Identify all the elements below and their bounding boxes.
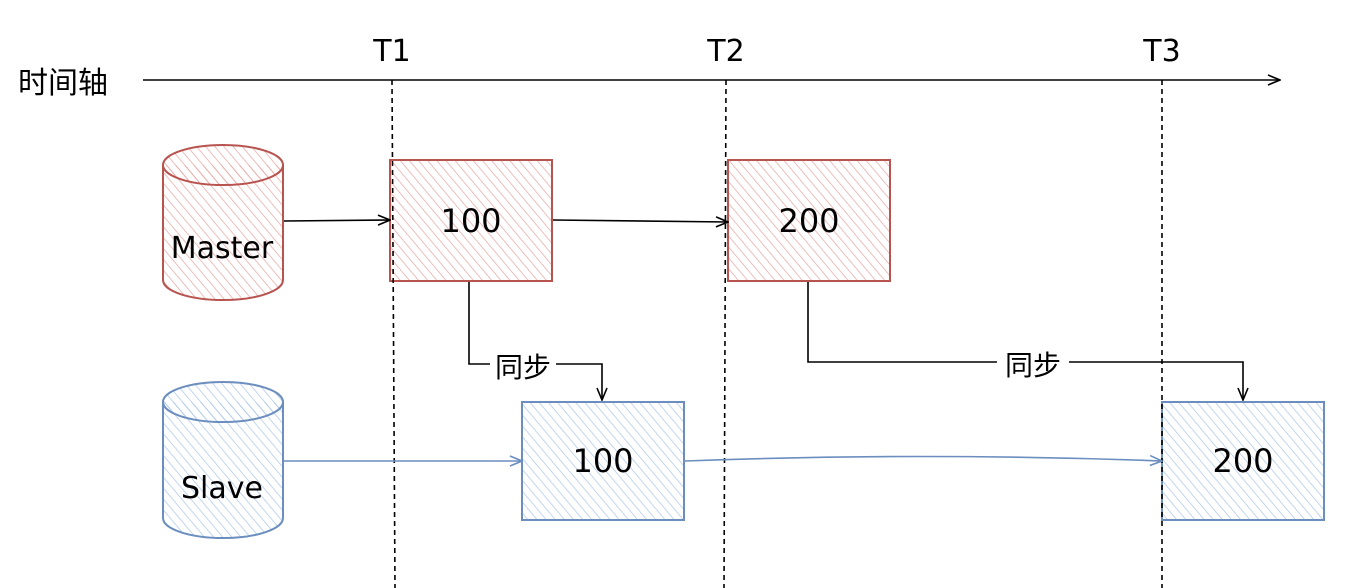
master-value-box-1: 100 — [389, 159, 553, 282]
master-node: Master — [162, 144, 284, 301]
time-guide-t2 — [723, 79, 727, 588]
master-value-2: 200 — [778, 202, 839, 240]
timeline-marker-t1: T1 — [372, 34, 410, 69]
master-value-1-to-2-arrow — [552, 220, 728, 222]
slave-cylinder-top — [162, 381, 284, 423]
master-cylinder-top — [162, 144, 284, 186]
master-label: Master — [171, 231, 274, 266]
timeline-axis-label: 时间轴 — [18, 66, 108, 101]
slave-value-2: 200 — [1212, 442, 1273, 480]
master-value-1: 100 — [440, 202, 501, 240]
slave-cylinder-body — [162, 402, 284, 539]
time-guide-t1 — [391, 79, 396, 588]
sync-arrow-2 — [807, 282, 1243, 400]
timeline-marker-t3: T3 — [1142, 34, 1180, 69]
sync-label-2: 同步 — [1005, 349, 1061, 382]
sync-label-1-group: 同步 — [490, 348, 556, 384]
time-guides — [391, 79, 1163, 588]
slave-label: Slave — [181, 471, 263, 506]
master-cylinder-body — [162, 165, 284, 301]
sync-label-2-group: 同步 — [997, 346, 1069, 382]
timeline: 时间轴 T1 T2 T3 — [18, 34, 1280, 101]
slave-value-box-2: 200 — [1161, 401, 1325, 521]
slave-value-1-to-2-arrow — [684, 457, 1162, 462]
slave-value-box-1: 100 — [521, 401, 685, 521]
slave-value-1: 100 — [572, 442, 633, 480]
master-value-box-2: 200 — [727, 159, 891, 282]
sync-label-1: 同步 — [495, 351, 551, 384]
master-to-value-1-arrow — [283, 220, 390, 221]
timeline-marker-t2: T2 — [706, 34, 744, 69]
slave-node: Slave — [162, 381, 284, 539]
